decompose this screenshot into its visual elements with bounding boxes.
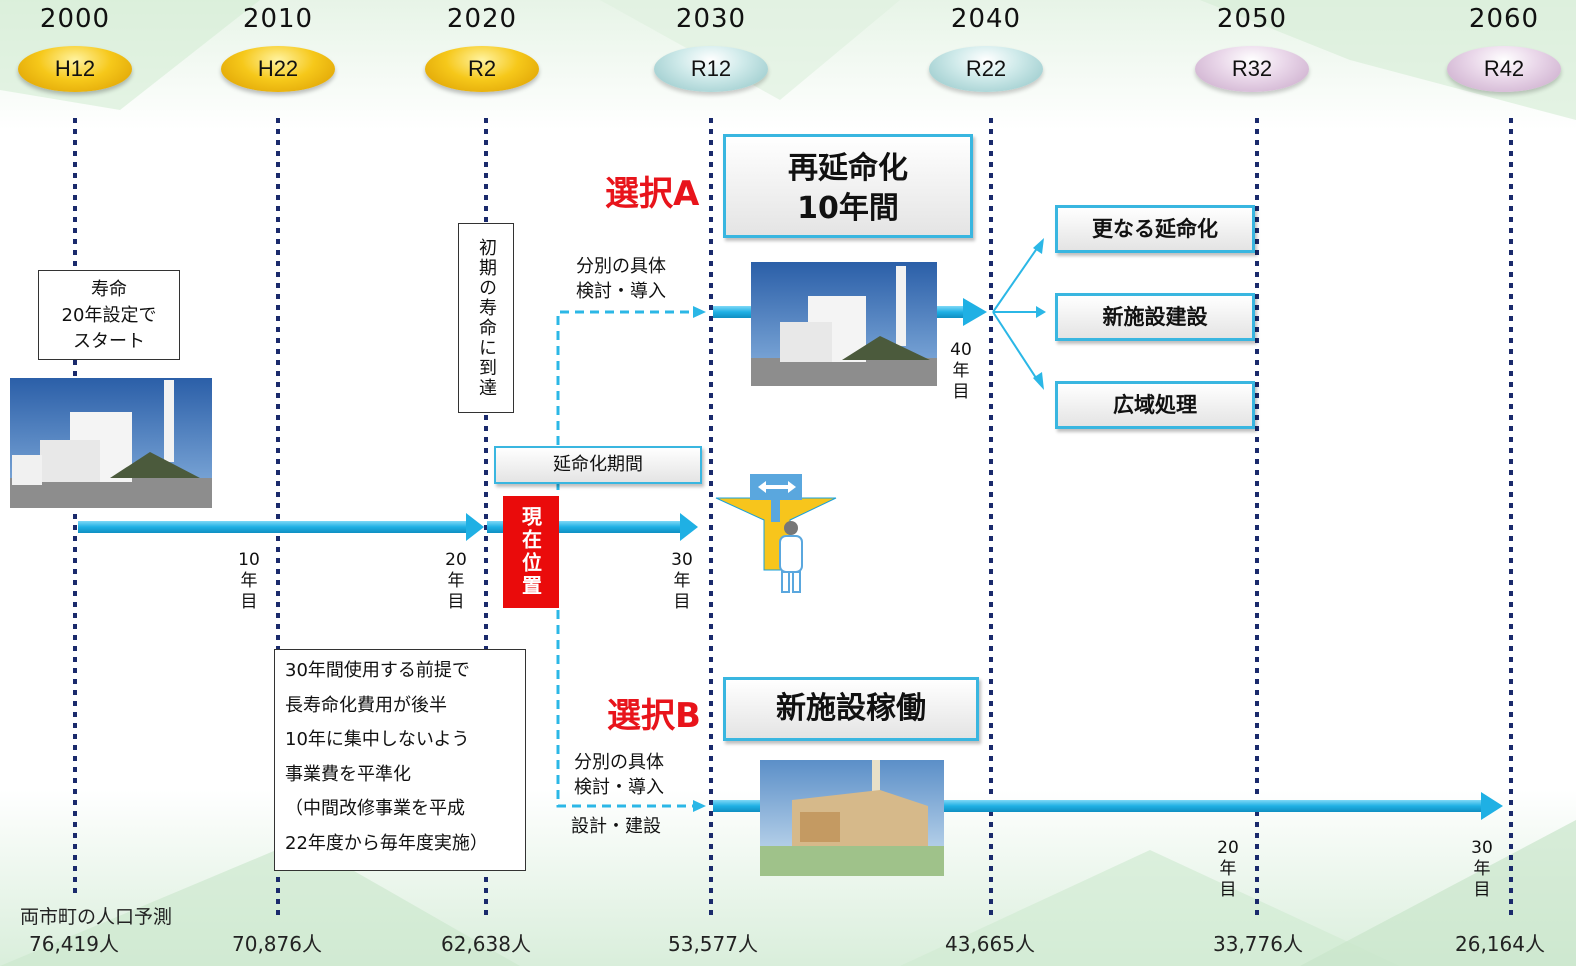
plan-note-line-2: 長寿命化費用が後半 [285, 694, 447, 716]
year-label-30-nen: 年 [673, 571, 691, 591]
population-2000: 76,419人 [29, 932, 119, 956]
population-title: 両市町の人口予測 [20, 906, 173, 928]
year-label-10-nen: 年 [240, 571, 258, 591]
option-a-box: 再延命化 10年間 [723, 134, 973, 238]
year-2060: 2060 [1468, 4, 1540, 34]
era-badge-h22: H22 [221, 46, 335, 92]
year-label-b30-me: 目 [1473, 880, 1491, 900]
year-label-b20-me: 目 [1219, 880, 1237, 900]
year-label-20: 20 年 目 [441, 550, 471, 613]
option-a-label: 選択A [605, 174, 700, 214]
initial-life-note: 初期の寿命に到達 [458, 223, 514, 413]
year-label-b20-num: 20 [1217, 838, 1239, 858]
option-b-study-line-1: 分別の具体 [574, 752, 664, 773]
era-badge-r22: R22 [929, 46, 1043, 92]
year-label-b30: 30 年 目 [1467, 838, 1497, 901]
year-label-b20-nen: 年 [1219, 859, 1237, 879]
crossroads-figure [715, 474, 837, 593]
year-label-b30-num: 30 [1471, 838, 1493, 858]
current-position-marker: 現在位置 [503, 496, 559, 608]
year-2010: 2010 [242, 4, 314, 34]
era-badge-r42: R42 [1447, 46, 1561, 92]
year-label-b20: 20 年 目 [1213, 838, 1243, 901]
year-label-40-nen: 年 [952, 361, 970, 381]
year-label-30: 30 年 目 [667, 550, 697, 613]
option-b-box-label: 新施設稼働 [776, 691, 926, 726]
population-2030: 53,577人 [668, 932, 758, 956]
year-label-40-me: 目 [952, 382, 970, 402]
option-a-box-line-2: 10年間 [797, 191, 899, 226]
outcome-regional-processing-label: 広域処理 [1113, 393, 1197, 417]
year-label-10-me: 目 [240, 592, 258, 612]
year-2030: 2030 [675, 4, 747, 34]
era-badge-r2: R2 [425, 46, 539, 92]
plan-note-line-4: 事業費を平準化 [285, 763, 411, 785]
start-note-line-1: 寿命 [91, 279, 127, 300]
year-label-40-num: 40 [950, 340, 972, 360]
year-label-20-nen: 年 [447, 571, 465, 591]
start-note-line-3: スタート [73, 331, 145, 352]
start-note-line-2: 20年設定で [61, 305, 157, 326]
outcome-new-facility: 新施設建設 [1055, 293, 1255, 341]
population-2010: 70,876人 [232, 932, 322, 956]
year-label-10-num: 10 [238, 550, 260, 570]
extension-period-box: 延命化期間 [494, 446, 702, 484]
plan-note-line-5: （中間改修事業を平成 [285, 798, 465, 819]
era-badge-h12: H12 [18, 46, 132, 92]
facility-photo-current [10, 378, 212, 508]
year-label-10: 10 年 目 [234, 550, 264, 613]
year-label-20-me: 目 [447, 592, 465, 612]
year-2050: 2050 [1216, 4, 1288, 34]
population-2020: 62,638人 [441, 932, 531, 956]
option-b-box: 新施設稼働 [723, 677, 979, 741]
year-2000: 2000 [39, 4, 111, 34]
era-badge-r12: R12 [654, 46, 768, 92]
option-b-design: 設計・建設 [571, 816, 661, 837]
option-a-box-line-1: 再延命化 [788, 151, 908, 186]
outcome-further-extension-label: 更なる延命化 [1092, 217, 1218, 241]
year-label-30-num: 30 [671, 550, 693, 570]
outcome-new-facility-label: 新施設建設 [1102, 305, 1208, 329]
population-2060: 26,164人 [1455, 932, 1545, 956]
option-b-study-line-2: 検討・導入 [574, 777, 664, 798]
year-label-20-num: 20 [445, 550, 467, 570]
year-label-30-me: 目 [673, 592, 691, 612]
outcome-further-extension: 更なる延命化 [1055, 205, 1255, 253]
outcome-regional-processing: 広域処理 [1055, 381, 1255, 429]
year-2020: 2020 [446, 4, 518, 34]
branch-dashes [556, 310, 695, 808]
era-badge-r32: R32 [1195, 46, 1309, 92]
plan-note-line-1: 30年間使用する前提で [285, 660, 470, 681]
plan-note-line-3: 10年に集中しないよう [285, 729, 470, 750]
population-2050: 33,776人 [1213, 932, 1303, 956]
fan-arrows [992, 243, 1041, 385]
option-b-study: 分別の具体 検討・導入 [574, 750, 664, 800]
year-2040: 2040 [950, 4, 1022, 34]
initial-life-text: 初期の寿命に到達 [476, 238, 497, 398]
current-position-label: 現在位置 [518, 506, 543, 598]
option-a-study: 分別の具体 検討・導入 [576, 254, 666, 304]
population-2040: 43,665人 [945, 932, 1035, 956]
main-arrow-1 [78, 513, 484, 541]
start-note: 寿命 20年設定で スタート [38, 270, 180, 360]
option-b-label: 選択B [607, 696, 701, 736]
extension-period-label: 延命化期間 [553, 454, 643, 475]
year-label-b30-nen: 年 [1473, 859, 1491, 879]
plan-note-line-6: 22年度から毎年度実施） [285, 832, 488, 854]
year-label-40: 40 年 目 [946, 340, 976, 403]
new-facility-illustration [760, 760, 944, 876]
option-a-study-line-1: 分別の具体 [576, 256, 666, 277]
facility-photo-option-a [751, 262, 937, 386]
plan-note: 30年間使用する前提で 長寿命化費用が後半 10年に集中しないよう 事業費を平準… [274, 649, 526, 871]
option-a-study-line-2: 検討・導入 [576, 281, 666, 302]
